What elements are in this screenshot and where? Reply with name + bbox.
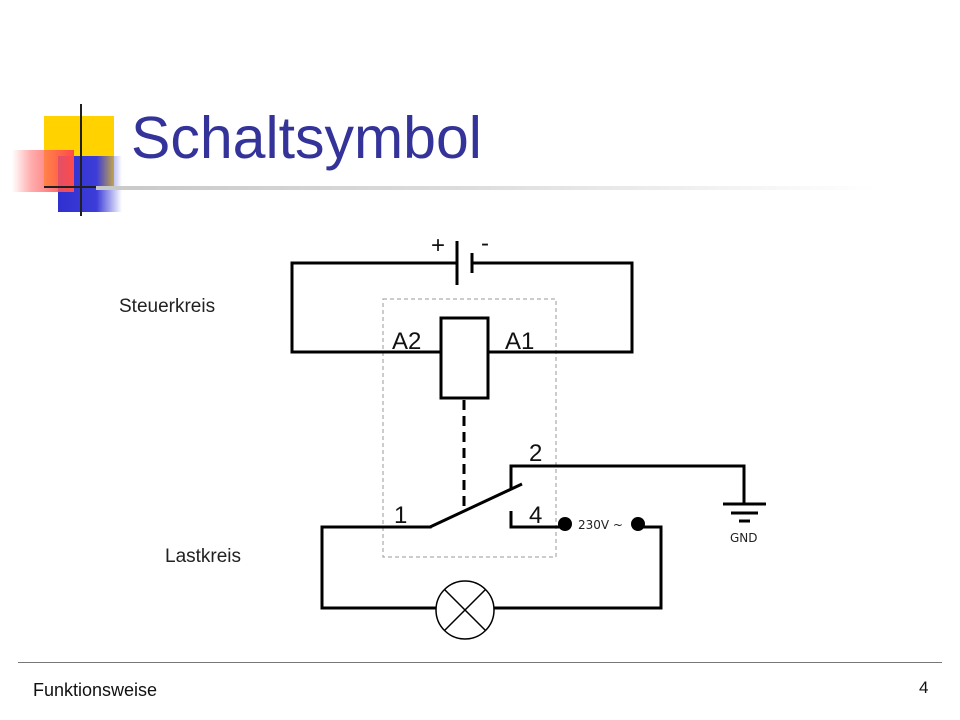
contact-4-label: 4 bbox=[529, 502, 542, 529]
title-ornament-red-square bbox=[12, 150, 74, 192]
control-wire-right bbox=[470, 261, 634, 354]
switch-blade bbox=[429, 482, 523, 529]
load-wire-left bbox=[320, 525, 439, 610]
ground-symbol bbox=[723, 502, 766, 523]
ground-label: GND bbox=[730, 531, 758, 545]
control-wire-left bbox=[290, 261, 459, 354]
control-circuit-label: Steuerkreis bbox=[119, 296, 216, 317]
title-ornament-horizontal-line bbox=[44, 186, 130, 188]
supply-terminal-left bbox=[558, 517, 572, 531]
contact-2-label: 2 bbox=[529, 440, 542, 467]
footer-section-title: Funktionsweise bbox=[33, 680, 158, 700]
slide-title: Schaltsymbol bbox=[131, 105, 482, 171]
contact-2-wire bbox=[509, 464, 746, 506]
supply-terminal-right bbox=[631, 517, 645, 531]
lamp-symbol bbox=[435, 580, 495, 640]
contact-1-label: 1 bbox=[394, 502, 407, 529]
coil-terminal-a1: A1 bbox=[505, 328, 534, 355]
title-underline bbox=[96, 186, 876, 190]
relay-coil bbox=[439, 316, 490, 400]
battery-minus-sign: - bbox=[481, 230, 489, 257]
footer-divider bbox=[18, 662, 942, 663]
relay-enclosure bbox=[382, 298, 557, 558]
page-number: 4 bbox=[919, 678, 929, 697]
coil-terminal-a2: A2 bbox=[392, 328, 421, 355]
battery-plus-sign: + bbox=[431, 232, 445, 259]
title-ornament-vertical-line bbox=[80, 104, 82, 216]
supply-voltage-label: 230V ~ bbox=[578, 518, 623, 532]
load-circuit-label: Lastkreis bbox=[165, 546, 242, 567]
load-wire-right bbox=[492, 525, 663, 610]
